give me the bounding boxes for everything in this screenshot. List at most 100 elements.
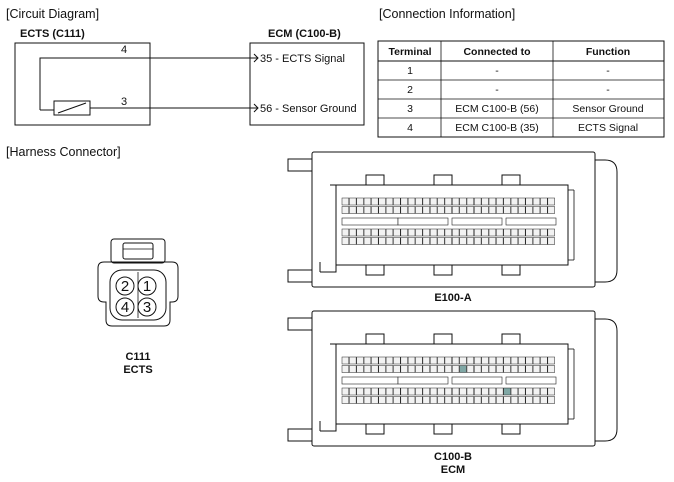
connector-pin [363, 396, 372, 404]
connector-pin [444, 356, 452, 365]
table-cell: 3 [407, 103, 413, 115]
connector-pin [518, 396, 526, 404]
connector-pin [481, 396, 489, 404]
connector-pin [503, 356, 511, 365]
connector-pin [407, 365, 416, 373]
connector-pin [393, 197, 401, 206]
connector-pin [488, 387, 497, 396]
ects-connector-label: C111 [125, 351, 150, 363]
connector-pin [363, 387, 372, 396]
connector-pin [488, 228, 497, 237]
connector-pin [488, 206, 497, 214]
connector-pin [540, 197, 548, 206]
connector-pin [510, 206, 519, 214]
connector-pin [547, 365, 555, 373]
connector-key-slot [505, 217, 557, 226]
connector-pin [400, 396, 408, 404]
connector-pin [400, 356, 408, 365]
connector-pin [393, 206, 401, 214]
connector-pin [371, 356, 379, 365]
connector-pin [385, 197, 394, 206]
connector-pin [547, 228, 555, 237]
table-header-terminal: Terminal [389, 46, 432, 58]
connector-pin [452, 387, 460, 396]
table-cell: 1 [407, 65, 413, 77]
connector-pin [429, 365, 438, 373]
connector-pin [510, 197, 519, 206]
connector-pin [444, 206, 452, 214]
connector-pin [415, 206, 423, 214]
connector-pin [400, 387, 408, 396]
ects-pin-3: 3 [121, 96, 127, 108]
connector-pin [371, 197, 379, 206]
connector-pin [532, 197, 541, 206]
connector-pin [371, 396, 379, 404]
connector-pin [452, 206, 460, 214]
connector-pin [363, 228, 372, 237]
connector-pin [481, 387, 489, 396]
connector-pin [488, 197, 497, 206]
connector-pin [466, 387, 475, 396]
connector-pin [437, 197, 445, 206]
connector-pin [547, 206, 555, 214]
connector-pin [540, 206, 548, 214]
connector-pin [503, 387, 511, 396]
c100b-sublabel: ECM [441, 464, 465, 476]
table-cell: - [495, 65, 499, 77]
connector-pin [422, 365, 430, 373]
connector-pin [532, 356, 541, 365]
connector-pin [363, 206, 372, 214]
connector-pin [444, 228, 452, 237]
ecm-title: ECM (C100-B) [268, 28, 341, 40]
sensor-element [53, 100, 91, 116]
connector-pin [407, 237, 416, 245]
connector-pin [525, 396, 533, 404]
connector-pin [422, 237, 430, 245]
connector-pin [341, 396, 350, 404]
cavity-1 [137, 276, 157, 296]
connector-pin [371, 237, 379, 245]
connector-pin [459, 356, 467, 365]
connector-pin [540, 365, 548, 373]
connector-key-slot [341, 376, 399, 385]
connector-pin [415, 387, 423, 396]
connector-pin [356, 228, 364, 237]
connector-pin [356, 356, 364, 365]
connector-pin [444, 365, 452, 373]
connector-pin [400, 197, 408, 206]
cavity-label: 2 [121, 278, 129, 295]
e100a-label: E100-A [434, 292, 471, 304]
ects-box [14, 42, 151, 126]
connector-pin [444, 396, 452, 404]
connector-pin [496, 396, 504, 404]
connector-pin [407, 197, 416, 206]
connector-pin [518, 365, 526, 373]
connector-pin [363, 237, 372, 245]
connector-pin [437, 396, 445, 404]
connector-pin [393, 387, 401, 396]
cavity-2 [115, 276, 135, 296]
connector-pin [481, 365, 489, 373]
cavity-label: 1 [143, 278, 151, 295]
connector-pin [510, 387, 519, 396]
connector-pin [356, 197, 364, 206]
connector-pin [349, 387, 357, 396]
connector-pin [422, 197, 430, 206]
connector-pin [510, 365, 519, 373]
ground-wire [90, 103, 259, 113]
connector-pin [503, 206, 511, 214]
connector-pin [378, 206, 386, 214]
e100a-pin-grid [341, 197, 557, 245]
connector-pin [371, 387, 379, 396]
connector-pin [503, 228, 511, 237]
table-cell: 2 [407, 84, 413, 96]
connector-pin [429, 206, 438, 214]
connector-pin [466, 228, 475, 237]
section-harness-connector: [Harness Connector] [6, 145, 121, 159]
connector-pin [481, 356, 489, 365]
connector-pin [510, 237, 519, 245]
connector-pin [474, 396, 482, 404]
connector-pin [378, 365, 386, 373]
connector-pin [525, 365, 533, 373]
